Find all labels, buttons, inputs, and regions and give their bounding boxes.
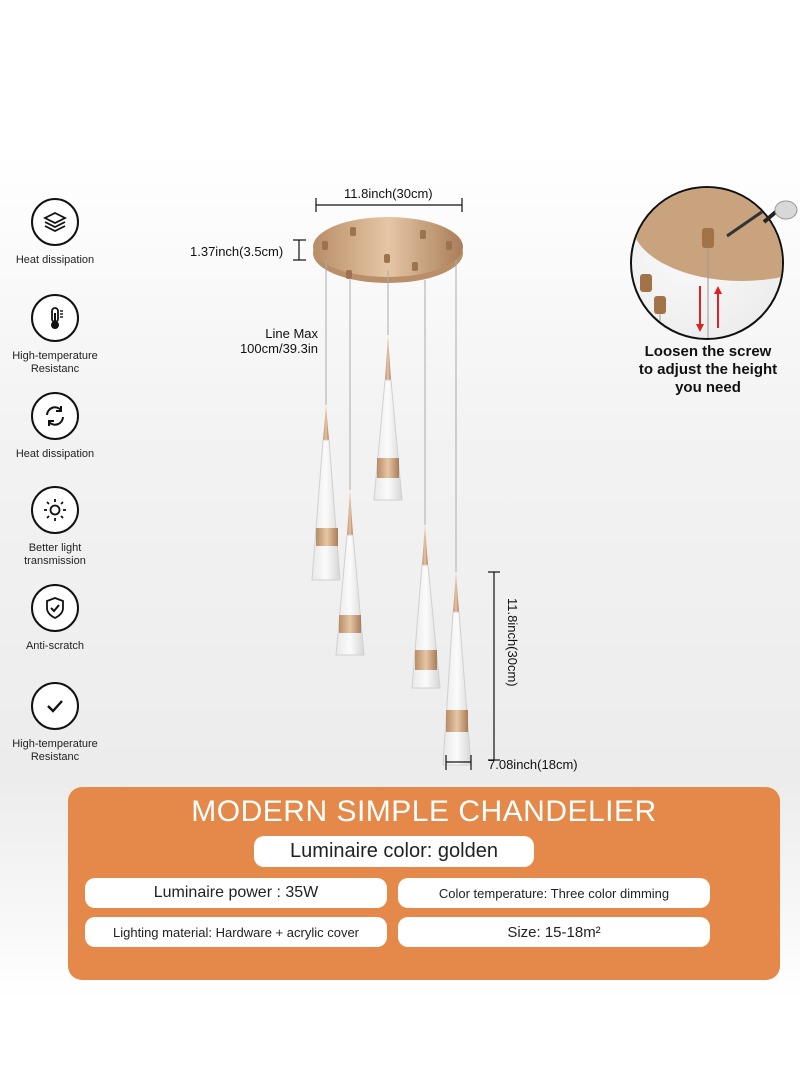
lighting-material-pill: Lighting material: Hardware + acrylic co… <box>85 917 387 947</box>
color-temperature-pill: Color temperature: Three color dimming <box>398 878 710 908</box>
size-pill: Size: 15-18m² <box>398 917 710 947</box>
pendant-light <box>411 525 441 689</box>
adjust-height-caption: Loosen the screw to adjust the height yo… <box>638 343 778 396</box>
spec-panel: MODERN SIMPLE CHANDELIER Luminaire color… <box>68 787 780 980</box>
pendant-light <box>373 335 403 501</box>
feature-anti-scratch: Anti-scratch <box>0 584 110 653</box>
chandelier-illustration <box>293 198 500 770</box>
shield-check-icon <box>31 584 79 632</box>
drop-height-label: 11.8inch(30cm) <box>505 598 520 687</box>
canopy-width-label: 11.8inch(30cm) <box>344 186 433 201</box>
checkmark-icon <box>31 682 79 730</box>
feature-label: Heat dissipation <box>15 448 95 460</box>
pendant-light <box>311 405 341 581</box>
feature-label: Anti-scratch <box>25 640 85 652</box>
luminaire-power-pill: Luminaire power : 35W <box>85 878 387 908</box>
adjust-height-inset <box>630 186 784 340</box>
canopy-height-label: 1.37inch(3.5cm) <box>190 244 284 259</box>
pendant-width-label: 7.08inch(18cm) <box>488 757 578 772</box>
feature-label: Heat dissipation <box>15 254 95 266</box>
spec-title: MODERN SIMPLE CHANDELIER <box>191 795 657 828</box>
feature-heat-dissipation: Heat dissipation <box>0 198 110 267</box>
refresh-icon <box>31 392 79 440</box>
thermometer-icon <box>31 294 79 342</box>
luminaire-color-pill: Luminaire color: golden <box>254 836 534 867</box>
sun-icon <box>31 486 79 534</box>
pendant-light <box>442 572 472 766</box>
feature-heat-dissipation-2: Heat dissipation <box>0 392 110 461</box>
hand-screwdriver-icon <box>758 196 798 234</box>
pendant-light <box>335 490 365 656</box>
layers-icon <box>31 198 79 246</box>
